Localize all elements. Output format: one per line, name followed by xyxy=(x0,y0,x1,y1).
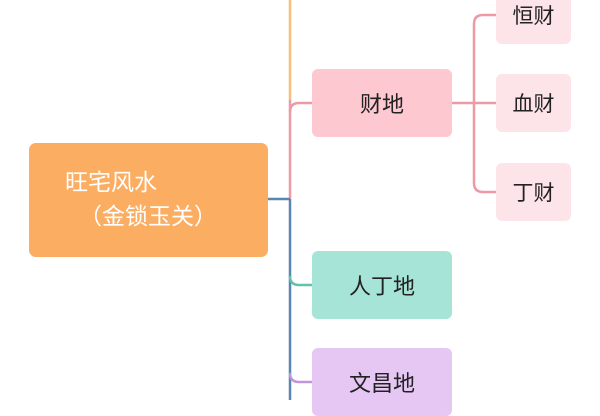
child-node-dingcai[interactable]: 丁财 xyxy=(496,163,571,221)
branch-label: 人丁地 xyxy=(348,275,415,300)
mind-map-canvas: 旺宅风水 （金锁玉关） 财地 人丁地 文昌地 恒财 血财 丁财 xyxy=(29,0,571,416)
branch-label: 文昌地 xyxy=(348,372,415,397)
child-label: 血财 xyxy=(512,92,555,116)
connector-lines xyxy=(268,0,496,400)
root-subtitle: （金锁玉关） xyxy=(79,204,217,230)
branch-label: 财地 xyxy=(359,93,404,118)
branch-node-caidi[interactable]: 财地 xyxy=(312,69,452,137)
branch-node-wenchangdi[interactable]: 文昌地 xyxy=(312,348,452,416)
child-node-hengcai[interactable]: 恒财 xyxy=(496,0,571,44)
root-title: 旺宅风水 xyxy=(65,170,157,196)
root-node[interactable]: 旺宅风水 （金锁玉关） xyxy=(29,143,268,257)
child-label: 恒财 xyxy=(512,4,555,28)
child-label: 丁财 xyxy=(512,181,555,205)
child-node-xuecai[interactable]: 血财 xyxy=(496,74,571,132)
branch-node-rendingdi[interactable]: 人丁地 xyxy=(312,251,452,319)
